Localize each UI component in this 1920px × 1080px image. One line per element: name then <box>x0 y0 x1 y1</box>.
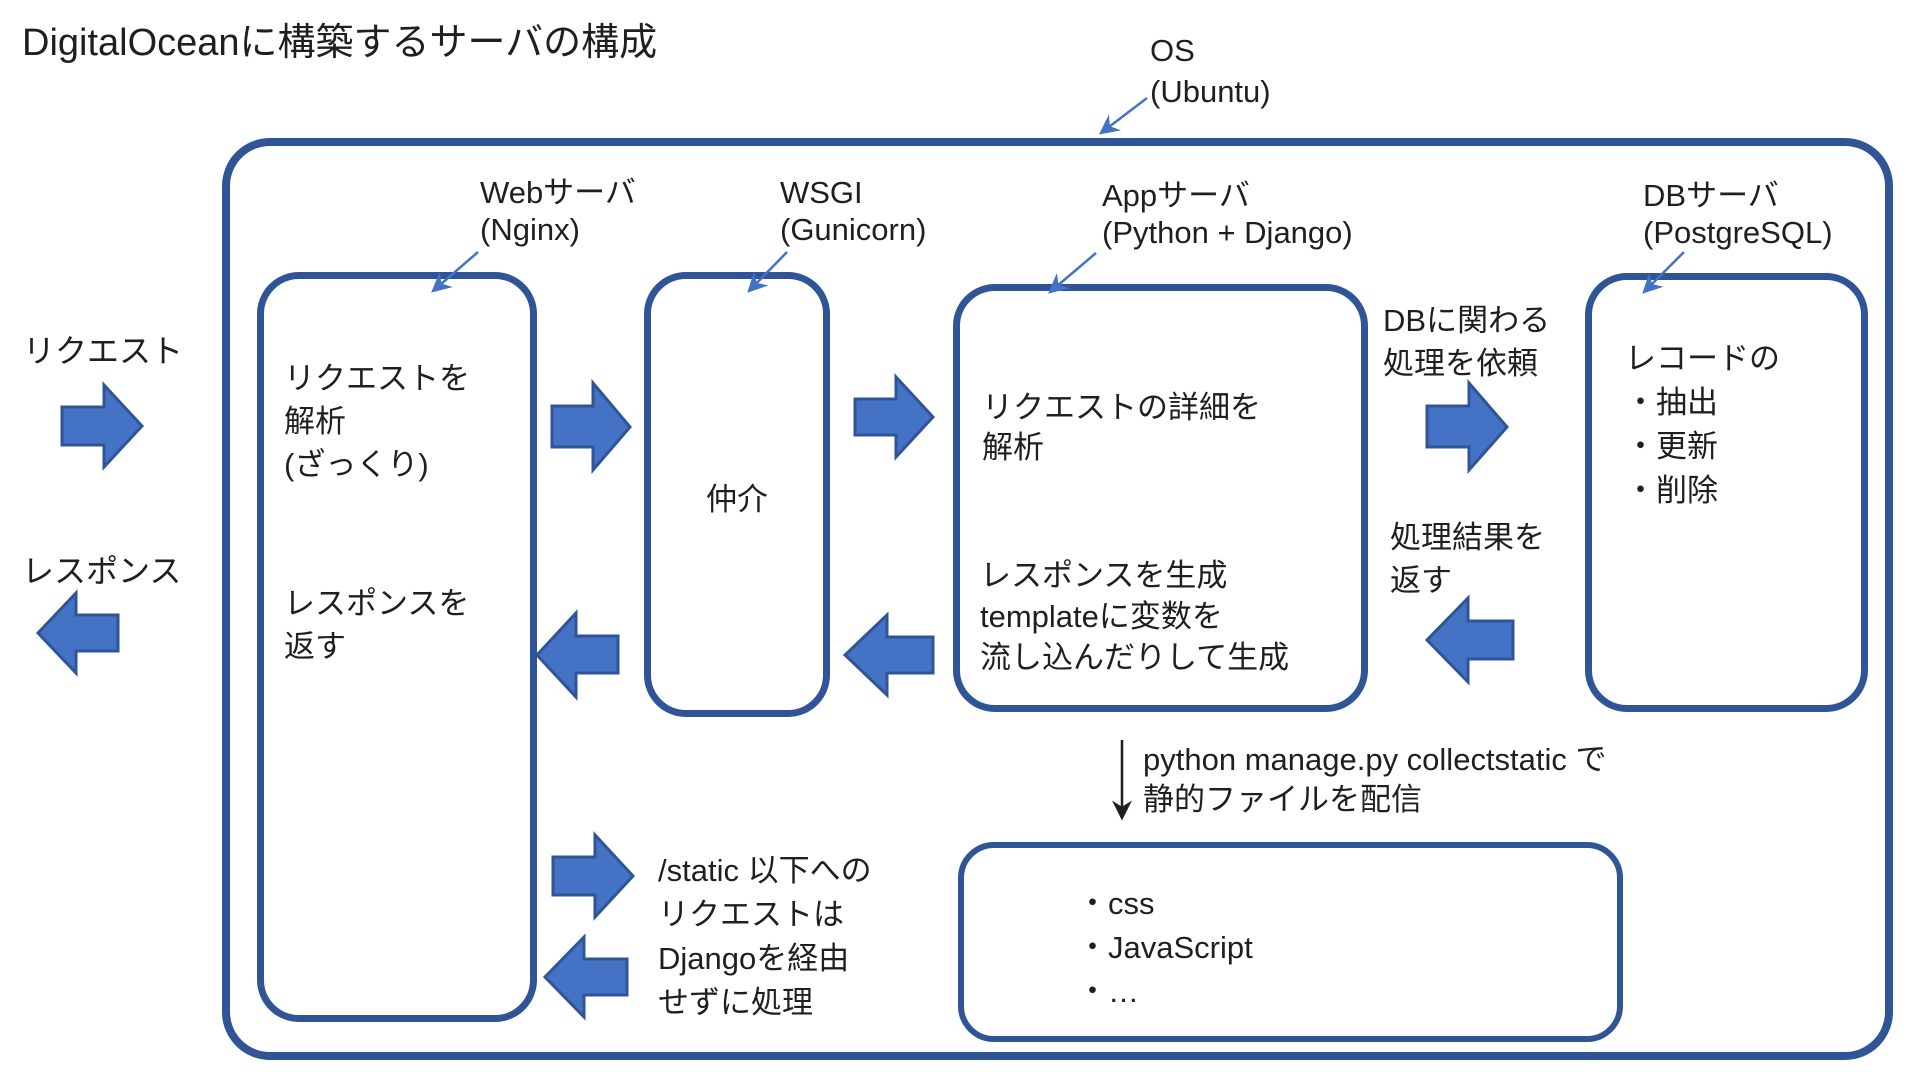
static-box-text: ・css ・JavaScript ・… <box>1077 886 1253 1009</box>
web-box-text-request: リクエストを 解析 (ざっくり) <box>284 361 470 482</box>
static-note-annotation: /static 以下への リクエストは Djangoを経由 せずに処理 <box>658 853 872 1020</box>
db-response-annotation: 処理結果を 返す <box>1390 520 1545 598</box>
db-server-label: DBサーバ (PostgreSQL) <box>1643 178 1833 250</box>
request-arrow-icon <box>60 381 145 471</box>
app-server-box <box>953 284 1368 712</box>
app-server-label: Appサーバ (Python + Django) <box>1102 178 1353 250</box>
wsgi-box <box>644 272 830 717</box>
os-box <box>222 138 1893 1060</box>
app-box-text-request: リクエストの詳細を 解析 <box>982 390 1261 465</box>
static-files-box <box>958 842 1623 1042</box>
wsgi-label: WSGI (Gunicorn) <box>780 175 927 247</box>
collectstatic-annotation: python manage.py collectstatic で 静的ファイルを… <box>1143 742 1607 817</box>
response-label: レスポンス <box>22 553 182 589</box>
request-label: リクエスト <box>23 333 184 369</box>
page-title: DigitalOceanに構築するサーバの構成 <box>22 22 658 64</box>
web-box-text-response: レスポンスを 返す <box>284 586 470 664</box>
db-request-annotation: DBに関わる 処理を依頼 <box>1383 303 1551 381</box>
db-box-text: レコードの ・抽出 ・更新 ・削除 <box>1625 341 1780 508</box>
os-label: OS (Ubuntu) <box>1150 33 1271 109</box>
wsgi-box-text: 仲介 <box>706 482 768 517</box>
os-pointer-arrow-icon <box>1099 97 1148 135</box>
response-arrow-icon <box>35 589 120 677</box>
app-box-text-response: レスポンスを生成 templateに変数を 流し込んだりして生成 <box>980 558 1290 675</box>
db-server-box <box>1585 273 1868 712</box>
web-server-label: Webサーバ (Nginx) <box>480 175 636 247</box>
web-server-box <box>257 272 537 1022</box>
